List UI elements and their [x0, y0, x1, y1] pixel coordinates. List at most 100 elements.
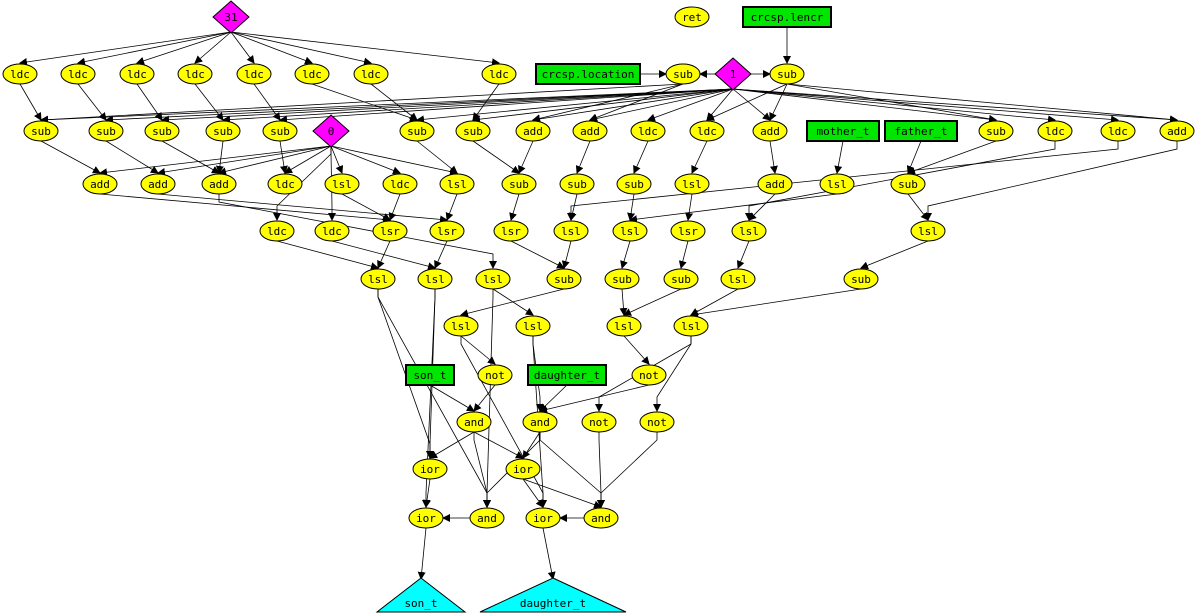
node-r2i-label: add	[580, 125, 600, 138]
node-r4e[interactable]: lsr	[493, 220, 529, 242]
node-iorD[interactable]: ior	[525, 507, 561, 529]
node-r3h-label: sub	[509, 178, 529, 191]
node-notD[interactable]: not	[639, 411, 675, 433]
node-r4a[interactable]: ldc	[259, 220, 295, 242]
node-r4d[interactable]: lsr	[429, 220, 465, 242]
node-r3j[interactable]: sub	[616, 173, 652, 195]
node-ldcA7[interactable]: ldc	[353, 63, 389, 85]
node-r2i[interactable]: add	[572, 120, 608, 142]
node-r3c[interactable]: add	[201, 173, 237, 195]
node-ldcA4[interactable]: ldc	[177, 63, 213, 85]
node-r4i[interactable]: lsl	[731, 220, 767, 242]
node-outDaughter[interactable]: daughter_t	[479, 577, 627, 613]
node-r2j[interactable]: ldc	[630, 120, 666, 142]
node-r2f[interactable]: sub	[399, 120, 435, 142]
edge-notA-to-andA	[473, 384, 496, 412]
node-r3n[interactable]: sub	[890, 173, 926, 195]
node-r6b[interactable]: lsl	[515, 315, 551, 337]
node-lencr[interactable]: crcsp.lencr	[742, 6, 832, 28]
node-r5a[interactable]: lsl	[360, 268, 396, 290]
node-r2d[interactable]: sub	[205, 120, 241, 142]
node-notA[interactable]: not	[477, 364, 513, 386]
node-ldcA1[interactable]: ldc	[2, 63, 38, 85]
node-r2g[interactable]: sub	[455, 120, 491, 142]
node-r2k[interactable]: ldc	[689, 120, 725, 142]
node-r2e[interactable]: sub	[262, 120, 298, 142]
node-outSon[interactable]: son_t	[375, 577, 467, 613]
node-r6c[interactable]: lsl	[606, 315, 642, 337]
node-notC[interactable]: not	[581, 411, 617, 433]
node-ret[interactable]: ret	[674, 6, 710, 28]
node-r3k[interactable]: lsl	[674, 173, 710, 195]
node-k0[interactable]: 0	[312, 114, 350, 148]
node-r2m[interactable]: sub	[978, 120, 1014, 142]
node-r5h[interactable]: sub	[843, 268, 879, 290]
node-r3b[interactable]: add	[140, 173, 176, 195]
node-r3a[interactable]: add	[82, 173, 118, 195]
node-location[interactable]: crcsp.location	[535, 63, 641, 85]
node-r3g-label: lsl	[447, 178, 467, 191]
node-r4b[interactable]: ldc	[314, 220, 350, 242]
node-andB[interactable]: and	[522, 411, 558, 433]
node-r5d[interactable]: sub	[546, 268, 582, 290]
node-iorC[interactable]: ior	[408, 507, 444, 529]
node-r2l[interactable]: add	[752, 120, 788, 142]
node-r3g[interactable]: lsl	[439, 173, 475, 195]
node-iorA[interactable]: ior	[412, 458, 448, 480]
edge-r2g-to-r3h	[472, 140, 520, 174]
node-r2a[interactable]: sub	[23, 120, 59, 142]
node-andA[interactable]: and	[456, 411, 492, 433]
node-son[interactable]: son_t	[405, 364, 455, 386]
node-r3i[interactable]: sub	[559, 173, 595, 195]
edge-r5d-to-r6a	[460, 288, 565, 318]
node-r5e[interactable]: sub	[604, 268, 640, 290]
node-r4b-label: ldc	[322, 225, 342, 238]
node-r2b[interactable]: sub	[88, 120, 124, 142]
node-r4j[interactable]: lsl	[910, 220, 946, 242]
node-r3m[interactable]: lsl	[819, 173, 855, 195]
edge-mother-to-r3m	[834, 140, 844, 174]
node-r3l[interactable]: add	[757, 173, 793, 195]
node-r5c-label: lsl	[483, 273, 503, 286]
node-r3h[interactable]: sub	[501, 173, 537, 195]
node-iorB[interactable]: ior	[505, 458, 541, 480]
node-r5g[interactable]: lsl	[720, 268, 756, 290]
node-ldcA2[interactable]: ldc	[60, 63, 96, 85]
node-ldcA6[interactable]: ldc	[294, 63, 330, 85]
node-subL[interactable]: sub	[665, 63, 701, 85]
edge-k1-to-r2h	[532, 88, 734, 123]
node-r2o[interactable]: ldc	[1100, 120, 1136, 142]
node-r5b[interactable]: lsl	[417, 268, 453, 290]
node-r2c[interactable]: sub	[144, 120, 180, 142]
node-r2p[interactable]: add	[1159, 120, 1195, 142]
node-ldcA3[interactable]: ldc	[119, 63, 155, 85]
node-r4c[interactable]: lsr	[372, 220, 408, 242]
node-r4f[interactable]: lsl	[553, 220, 589, 242]
node-r4g[interactable]: lsl	[612, 220, 648, 242]
node-r6a[interactable]: lsl	[443, 315, 479, 337]
node-r5f[interactable]: sub	[663, 268, 699, 290]
node-andD[interactable]: and	[583, 507, 619, 529]
node-k31[interactable]: 31	[212, 0, 250, 34]
node-andC[interactable]: and	[469, 507, 505, 529]
node-r2h[interactable]: add	[515, 120, 551, 142]
node-r5c[interactable]: lsl	[475, 268, 511, 290]
node-mother[interactable]: mother_t	[806, 120, 880, 142]
node-daughter[interactable]: daughter_t	[527, 364, 607, 386]
node-r2g-label: sub	[463, 125, 483, 138]
node-andB-label: and	[530, 416, 550, 429]
node-r3f[interactable]: ldc	[382, 173, 418, 195]
node-ldcA5[interactable]: ldc	[236, 63, 272, 85]
node-subR[interactable]: sub	[769, 63, 805, 85]
node-r2n[interactable]: ldc	[1037, 120, 1073, 142]
node-r4h[interactable]: lsr	[670, 220, 706, 242]
node-k1[interactable]: 1	[714, 57, 752, 91]
node-r4d-shape	[429, 220, 465, 242]
node-r3e[interactable]: lsl	[324, 173, 360, 195]
node-r3d[interactable]: ldc	[267, 173, 303, 195]
node-r6d[interactable]: lsl	[673, 315, 709, 337]
node-notB[interactable]: not	[631, 364, 667, 386]
node-r4h-shape	[670, 220, 706, 242]
node-ldcA8[interactable]: ldc	[481, 63, 517, 85]
node-father[interactable]: father_t	[884, 120, 958, 142]
